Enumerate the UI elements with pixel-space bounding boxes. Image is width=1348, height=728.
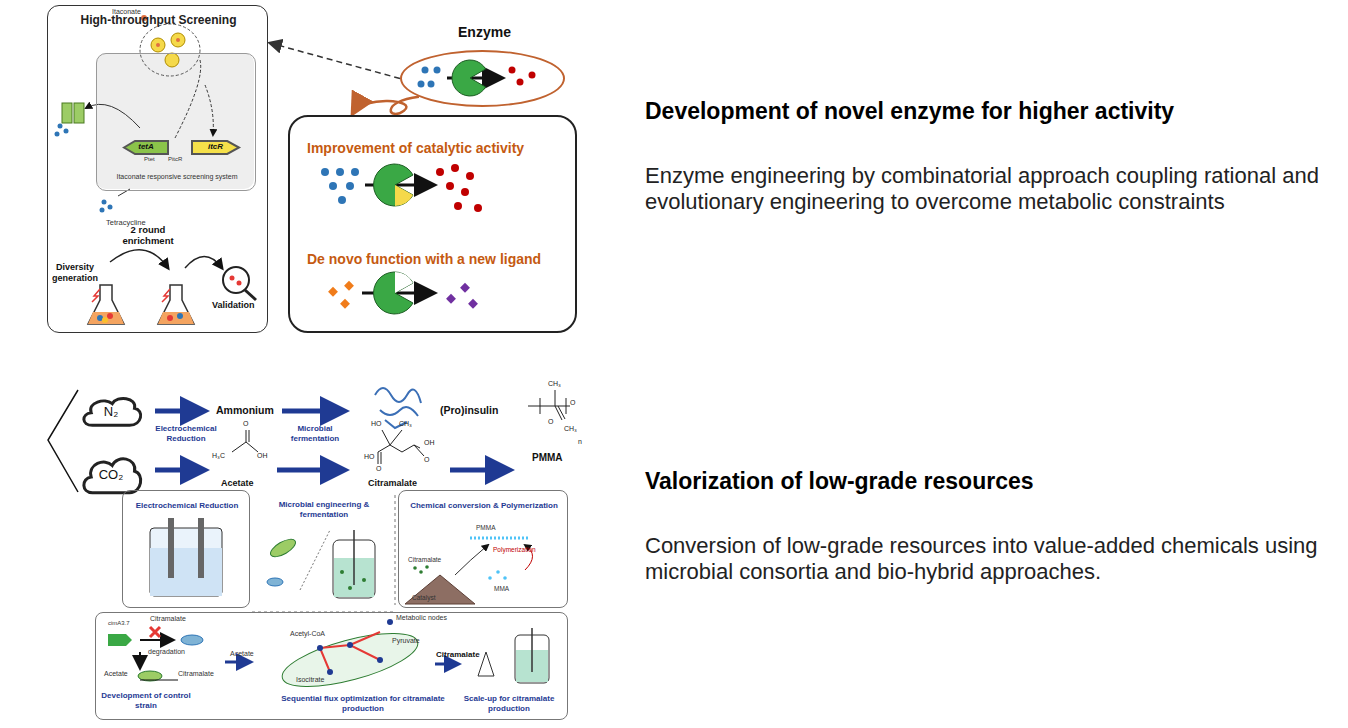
cloud-node: N₂ [80,393,142,431]
node-text: tetA [124,142,168,152]
node-text: Sequential flux optimization for citrama… [273,694,453,713]
text-label: Citramalate [436,650,480,660]
panel-box: Improvement of catalytic activity De novo… [288,115,577,333]
panel-box: Development of control strain Sequential … [95,612,568,720]
node-text: Enzyme [442,24,527,41]
text-label: Citramalate [368,478,417,489]
connector-arrow [353,97,419,114]
text-label: (Pro)insulin [440,404,498,417]
text-label: HO [364,453,375,461]
text-label: MMA [494,585,509,593]
text-label: Isocitrate [296,676,324,684]
text-label: CH₃ [548,380,561,388]
panel-box: Chemical conversion & Polymerization [398,490,568,608]
text-label: CH₃ [564,425,577,433]
text-label: Ammonium [216,404,274,417]
text-label: Development of novel enzyme for higher a… [645,98,1174,126]
text-label: O [376,465,381,473]
panel-box: High-throughput ScreeningItaconate respo… [47,5,268,333]
cloud-node: CO₂ [80,452,142,500]
text-label: Enzyme engineering by combinatorial appr… [645,163,1335,216]
gene-arrow: itcR [192,141,239,154]
text-label: Acetyl-CoA [290,630,325,638]
text-label: Pyruvate [392,637,420,645]
text-label: Diversity generation [46,262,104,284]
panel-box: Electrochemical Reduction [122,490,250,608]
text-label: cimA3.7 [108,620,130,627]
node-text: De novo function with a new ligand [307,251,572,268]
text-label: Acetate [104,670,128,678]
node-text: N₂ [80,404,142,420]
node-text: Improvement of catalytic activity [307,140,572,157]
panel-box: Itaconate responsive screening system tet… [96,53,256,191]
text-label: O [548,418,553,426]
text-label: n [578,438,582,446]
text-label: Acetate [221,478,254,489]
text-label: O [424,456,429,464]
text-label: PMMA [476,524,496,532]
node-text: Microbial engineering & fermentation [257,500,391,519]
node-text: Electrochemical Reduction [125,501,249,511]
text-label: CH₃ [399,420,412,428]
panel-box: Microbial engineering & fermentation [255,490,393,608]
text-label: Catalyst [412,594,435,602]
text-label: Ptet [144,156,155,163]
node-text: Development of control strain [101,691,191,710]
node-text: CO₂ [80,467,142,483]
text-label: H₃C [212,452,225,460]
text-label: Electrochemical Reduction [155,424,217,443]
text-label: degradation [148,648,185,656]
connector-arrow [270,43,400,79]
node-text: High-throughput Screening [56,13,261,27]
node-text: Itaconate responsive screening system [102,173,252,181]
text-label: Citramalate [150,615,186,623]
text-label: Metabolic nodes [396,614,447,622]
text-label: PitcR [168,156,182,163]
text-label: PMMA [532,452,563,464]
text-label: 2 round enrichment [118,224,178,247]
text-label: Microbial fermentation [282,424,348,443]
text-label: Citramalate [178,670,214,678]
text-label: HO [371,420,382,428]
text-label: OH [424,439,435,447]
text-label: O [243,420,248,428]
node-text: Scale-up for citramalate production [453,694,565,713]
text-label: Itaconate [112,8,141,16]
text-label: Valorization of low-grade resources [645,468,1034,496]
text-label: Polymerization [493,546,536,554]
text-label: Acetate [230,650,254,658]
node-text: Chemical conversion & Polymerization [401,501,567,511]
text-label: O [570,399,575,407]
text-label: OH [257,452,268,460]
text-label: Validation [212,300,255,311]
text-label: Conversion of low-grade resources into v… [645,533,1335,586]
gene-arrow: tetA [124,141,168,154]
text-label: Citramalate [408,556,441,564]
node-text: itcR [192,142,239,152]
panel-box: Enzyme [400,50,565,107]
